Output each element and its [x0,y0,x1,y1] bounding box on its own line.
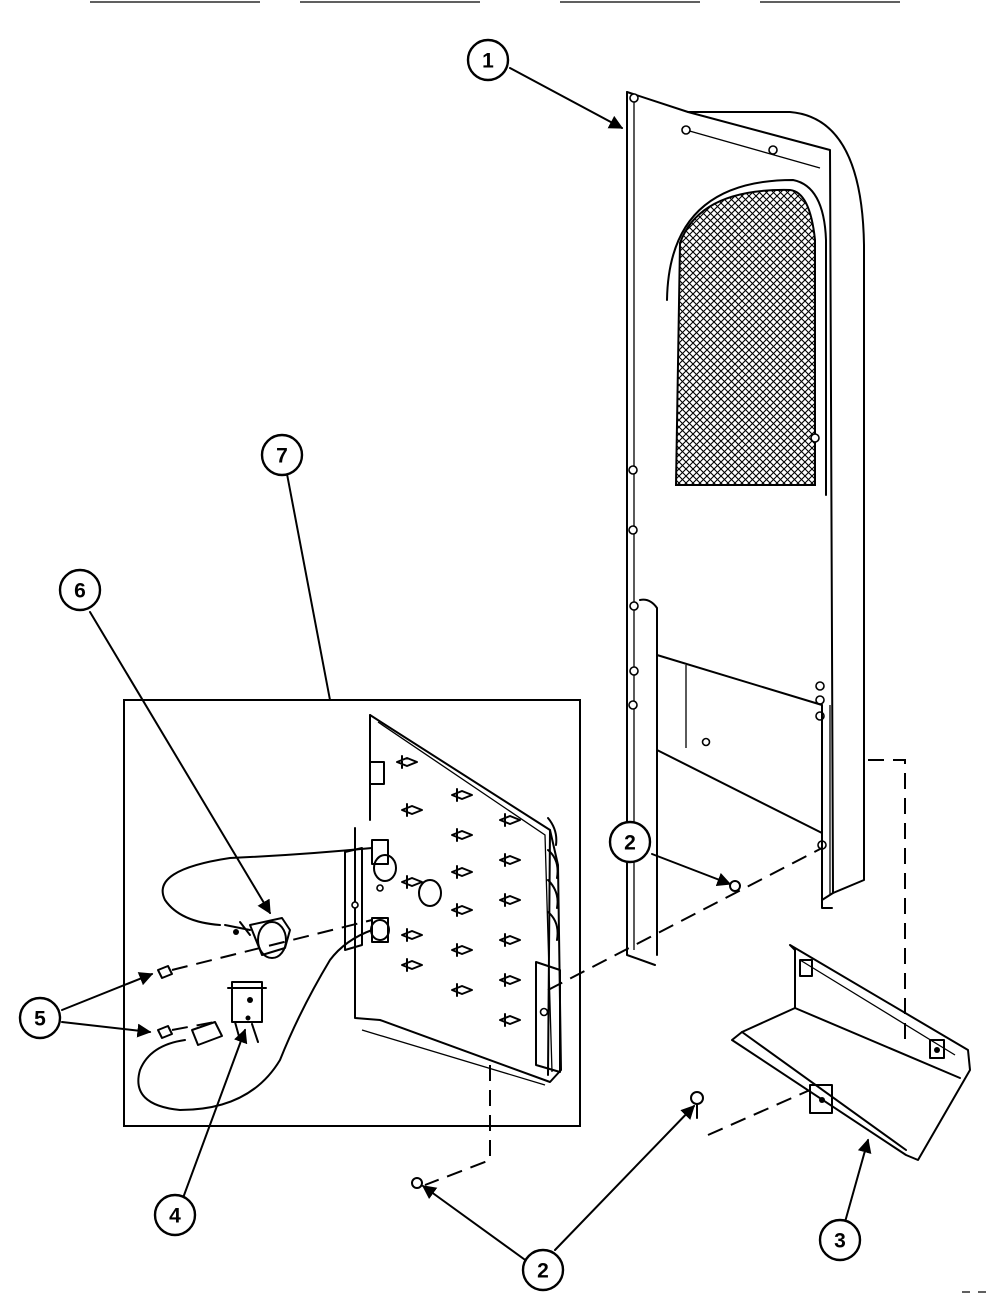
screws-part-5 [157,965,173,1039]
rear-panel-part [626,91,865,966]
callout-2-lower-label: 2 [537,1260,549,1283]
heater-assembly-box [123,699,581,1127]
bottom-bracket-part [731,944,971,1161]
leader-lines [61,67,872,1263]
callout-4-label: 4 [169,1205,181,1228]
callout-5: 5 [18,996,62,1040]
callout-7-label: 7 [276,445,288,468]
callout-3: 3 [818,1218,862,1262]
thermal-fuse-part [191,981,267,1046]
screws-part-2 [411,880,741,1189]
heater-element-plate [344,714,562,1086]
callout-7: 7 [260,433,304,477]
vent-mesh [674,188,816,486]
callout-2-upper-label: 2 [624,832,636,855]
heater-element-clips [396,755,521,1027]
callout-2-upper: 2 [608,820,652,864]
callout-5-label: 5 [34,1008,46,1031]
callout-1: 1 [466,38,510,82]
callout-3-label: 3 [834,1230,846,1253]
callout-2-lower: 2 [521,1248,565,1292]
callout-4: 4 [153,1193,197,1237]
assembly-guide-lines [171,759,906,1186]
wire-harness [137,847,373,1111]
callout-6: 6 [58,568,102,612]
callout-1-label: 1 [482,50,494,73]
thermostat-part [224,917,291,959]
callout-6-label: 6 [74,580,86,603]
